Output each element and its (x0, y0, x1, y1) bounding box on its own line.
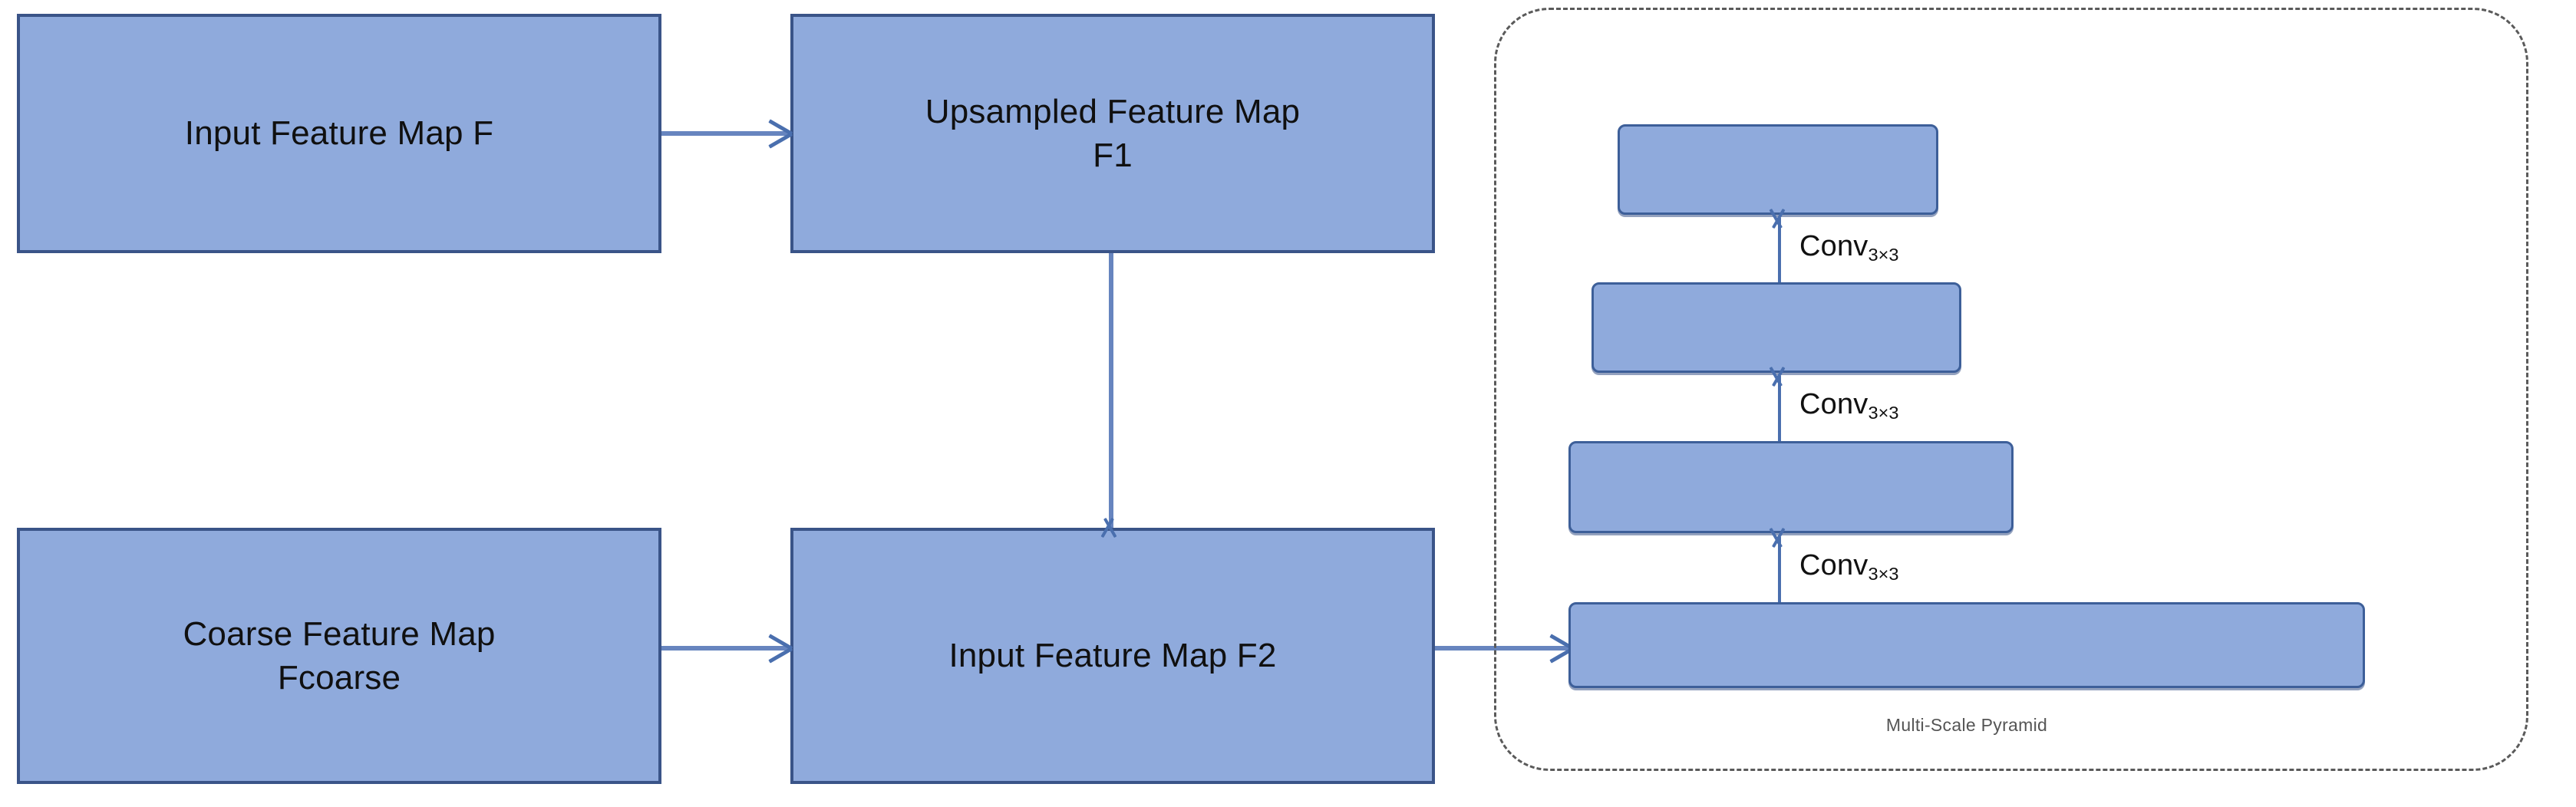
pyramid-level-4-bar[interactable] (1618, 124, 1938, 215)
pyramid-level-3-bar[interactable] (1591, 282, 1961, 373)
node-input-feature-map-f2[interactable]: Input Feature Map F2 (790, 528, 1435, 784)
conv-label-1: Conv3×3 (1799, 549, 1899, 585)
conv-label-3-subscript: 3×3 (1868, 245, 1899, 265)
conv-arrow-3-line (1778, 218, 1781, 282)
conv-label-3: Conv3×3 (1799, 230, 1899, 265)
multi-scale-pyramid-caption: Multi-Scale Pyramid (1885, 715, 2048, 735)
conv-label-2-subscript: 3×3 (1868, 403, 1899, 423)
conv-label-1-text: Conv (1799, 549, 1869, 581)
conv-label-3-text: Conv (1799, 230, 1869, 262)
node-coarse-feature-map[interactable]: Coarse Feature Map Fcoarse (17, 528, 661, 784)
edge-f2-to-pyramid-line (1435, 646, 1572, 651)
edge-f-to-f1-line (661, 131, 790, 136)
conv-label-2-text: Conv (1799, 388, 1869, 420)
conv-arrow-1-line (1778, 537, 1781, 602)
node-input-feature-map-f[interactable]: Input Feature Map F (17, 14, 661, 253)
conv-label-1-subscript: 3×3 (1868, 564, 1899, 585)
edge-coarse-to-f2-line (661, 646, 790, 651)
conv-label-2: Conv3×3 (1799, 388, 1899, 423)
conv-arrow-2-line (1778, 376, 1781, 441)
node-upsampled-feature-map-f1[interactable]: Upsampled Feature Map F1 (790, 14, 1435, 253)
pyramid-level-2-bar[interactable] (1568, 441, 2014, 533)
multi-scale-pyramid-group (1494, 8, 2528, 771)
edge-f1-to-f2-line (1109, 253, 1113, 528)
pyramid-level-1-bar[interactable] (1568, 602, 2365, 688)
